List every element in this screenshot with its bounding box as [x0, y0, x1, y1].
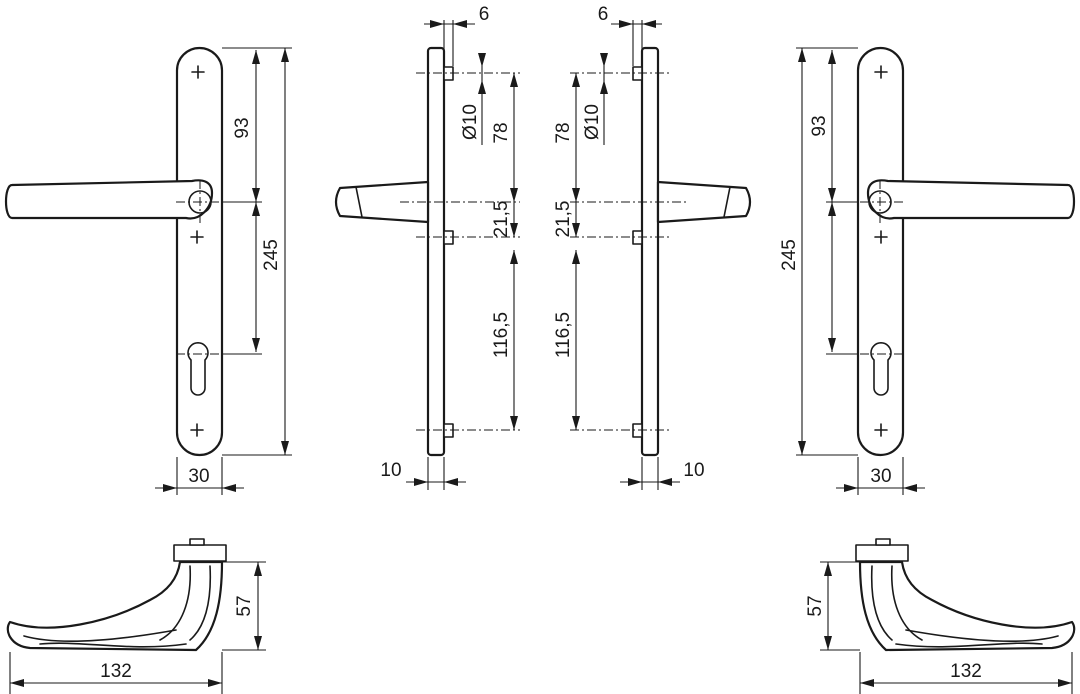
right-side-6-label: 6: [598, 4, 609, 25]
left-side-21-5-label: 21,5: [491, 201, 512, 238]
left-screw-top: [191, 65, 205, 79]
left-screw-mid: [190, 230, 204, 244]
right-screw-mid: [874, 230, 888, 244]
right-front-245-label: 245: [779, 239, 800, 271]
left-keyhole: [187, 342, 209, 396]
left-front-30-label: 30: [188, 466, 209, 487]
right-front-view: 245 93 30: [779, 46, 1076, 495]
left-screw-bottom: [190, 423, 204, 437]
right-top-lever: [858, 560, 1076, 652]
right-side-lever: [656, 180, 752, 224]
left-side-plate: [426, 46, 446, 457]
right-side-21-5-label: 21,5: [553, 201, 574, 238]
right-side-plate: [640, 46, 660, 457]
right-top-view: 57 132: [805, 538, 1076, 694]
left-front-view: 93 245 30: [4, 46, 292, 495]
right-front-93-label: 93: [809, 115, 830, 136]
right-top-57-label: 57: [805, 595, 826, 616]
right-side-view: 6 Ø10 78 21,5 116,5 10: [553, 4, 752, 490]
right-top-132-label: 132: [950, 661, 982, 682]
left-top-57-label: 57: [234, 595, 255, 616]
left-backplate: [175, 46, 224, 457]
right-side-d10-label: Ø10: [582, 104, 603, 140]
left-front-245-label: 245: [261, 239, 282, 271]
left-side-lever: [334, 180, 430, 224]
right-side-116-5-label: 116,5: [553, 312, 574, 358]
right-backplate: [856, 46, 905, 457]
right-side-78-label: 78: [553, 122, 574, 143]
left-side-view: 6 Ø10 78 21,5 116,5 10: [334, 4, 520, 490]
left-front-93-label: 93: [232, 117, 253, 138]
right-front-lever: [866, 179, 1076, 220]
left-top-132-label: 132: [100, 661, 132, 682]
left-side-78-label: 78: [491, 122, 512, 143]
left-top-lever: [6, 560, 224, 652]
right-screw-top: [874, 65, 888, 79]
right-screw-bottom: [874, 423, 888, 437]
right-front-30-label: 30: [870, 466, 891, 487]
left-front-lever: [4, 179, 214, 220]
left-top-view: 57 132: [6, 538, 266, 694]
left-side-116-5-label: 116,5: [491, 312, 512, 358]
right-keyhole: [870, 342, 892, 396]
left-side-6-label: 6: [479, 4, 490, 25]
left-side-d10-label: Ø10: [460, 104, 481, 140]
right-side-10-label: 10: [683, 460, 704, 481]
left-side-10-label: 10: [380, 460, 401, 481]
